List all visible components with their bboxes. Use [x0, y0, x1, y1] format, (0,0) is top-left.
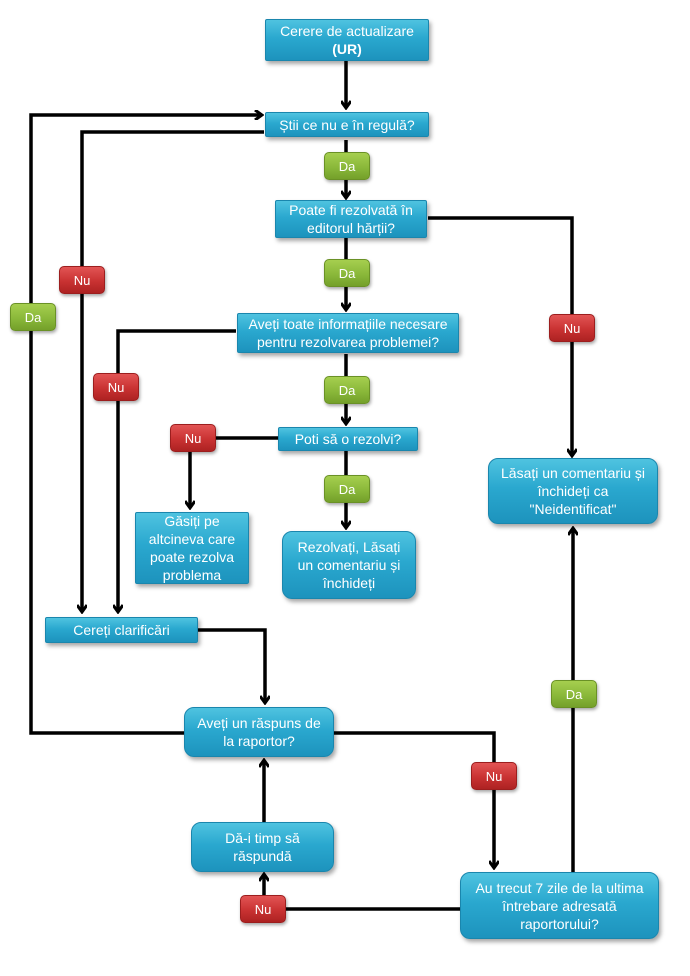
tag-no-editor: Nu [549, 314, 595, 342]
node-ask-clarification: Cereți clarificări [45, 617, 198, 643]
edge-answered-to-know [29, 115, 262, 735]
tag-no-answered: Nu [471, 762, 517, 790]
node-update-request-line1: Cerere de actualizare [280, 23, 414, 39]
node-have-all-info: Aveți toate informațiile necesare pentru… [237, 313, 459, 353]
node-know-whats-wrong: Știi ce nu e în regulă? [265, 112, 429, 137]
node-reporter-answered: Aveți un răspuns de la raportor? [184, 707, 334, 757]
tag-yes-7days: Da [551, 680, 597, 708]
node-can-you-solve: Poti să o rezolvi? [278, 427, 418, 451]
tag-yes-info: Da [324, 376, 370, 404]
node-resolvable-in-editor: Poate fi rezolvată în editorul hărții? [275, 200, 427, 238]
edge-info-to-clarify [118, 329, 236, 612]
edge-clarify-to-answered [198, 628, 265, 703]
tag-yes-cansolve: Da [324, 475, 370, 503]
node-find-someone-else: Găsiți pe altcineva care poate rezolva p… [135, 512, 249, 584]
node-solve-comment-close: Rezolvați, Lăsați un comentariu și închi… [282, 531, 416, 599]
tag-no-info: Nu [93, 373, 139, 401]
node-comment-close-unidentified: Lăsați un comentariu și închideți ca "Ne… [488, 458, 658, 524]
node-update-request: Cerere de actualizare (UR) [265, 19, 429, 61]
edge-editor-to-unidentified [428, 216, 572, 456]
edge-know-to-clarify [82, 130, 264, 612]
tag-no-7days: Nu [240, 895, 286, 923]
node-update-request-line2: (UR) [332, 41, 362, 57]
edge-answered-to-7days [334, 731, 494, 868]
tag-yes-know: Da [324, 152, 370, 180]
node-give-time: Dă-i timp să răspundă [191, 822, 334, 872]
edge-7days-to-givetime [264, 874, 460, 911]
tag-no-know: Nu [59, 266, 105, 294]
tag-yes-editor: Da [324, 259, 370, 287]
tag-yes-answered: Da [10, 303, 56, 331]
tag-no-cansolve: Nu [170, 424, 216, 452]
node-seven-days-passed: Au trecut 7 zile de la ultima întrebare … [460, 872, 659, 939]
